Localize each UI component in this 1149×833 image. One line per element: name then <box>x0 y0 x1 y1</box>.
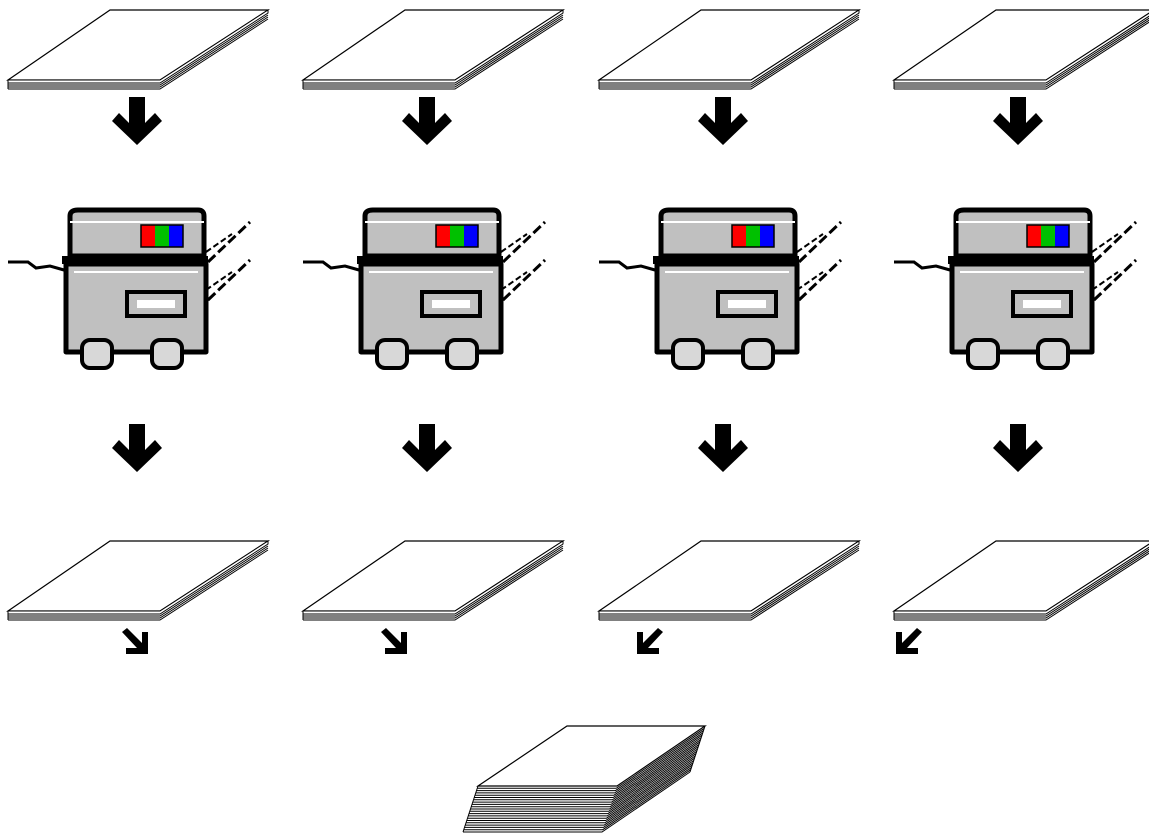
paper-stack-icon <box>7 540 269 621</box>
paper-stack-icon <box>893 540 1149 621</box>
paper-sheet-edge <box>465 764 693 826</box>
paper-stack-side-edge <box>689 725 706 773</box>
column-2 <box>302 9 564 654</box>
paper-sheet-edge <box>472 743 700 805</box>
paper-stack-side-edge <box>462 785 479 833</box>
paper-sheet-edge <box>470 748 698 810</box>
down-arrow-icon <box>698 424 748 472</box>
paper-stack-icon <box>598 9 860 90</box>
paper-sheet-edge <box>466 762 694 824</box>
down-arrow-icon <box>112 424 162 472</box>
paper-sheet-edge <box>469 753 697 815</box>
paper-sheet-edge <box>469 750 698 812</box>
paper-sheet-edge <box>476 730 704 792</box>
paper-sheet-edge <box>463 769 692 831</box>
down-arrow-icon <box>402 97 452 145</box>
paper-sheet-edge <box>468 755 696 817</box>
paper-sheet-edge <box>472 741 701 803</box>
column-3 <box>598 9 860 654</box>
paper-sheet-edge <box>464 766 692 828</box>
down-arrow-icon <box>402 424 452 472</box>
down-left-arrow-icon <box>637 628 663 654</box>
paper-stack-icon <box>302 9 564 90</box>
printer-icon <box>599 210 841 368</box>
printer-icon <box>8 210 250 368</box>
column-4 <box>893 9 1149 654</box>
down-right-arrow-icon <box>122 628 148 654</box>
paper-sheet-edge <box>466 760 695 821</box>
down-right-arrow-icon <box>381 628 407 654</box>
column-1 <box>7 9 269 654</box>
paper-sheet-edge <box>475 734 703 796</box>
paper-sheet-edge <box>473 739 701 801</box>
down-arrow-icon <box>993 424 1043 472</box>
paper-stack-icon <box>302 540 564 621</box>
printer-icon <box>303 210 545 368</box>
paper-stack-icon <box>598 540 860 621</box>
paper-sheet-edge <box>463 771 691 833</box>
paper-sheet-edge <box>471 746 699 808</box>
paper-stack-icon <box>7 9 269 90</box>
paper-stack-icon <box>893 9 1149 90</box>
thick-paper-stack-icon <box>462 725 707 833</box>
down-arrow-icon <box>698 97 748 145</box>
printer-icon <box>894 210 1136 368</box>
paper-sheet-edge <box>467 757 695 819</box>
down-arrow-icon <box>993 97 1043 145</box>
down-arrow-icon <box>112 97 162 145</box>
paper-sheet-edge <box>475 732 704 794</box>
down-left-arrow-icon <box>896 628 922 654</box>
paper-sheet-edge <box>477 727 705 789</box>
paper-sheet-edge <box>474 737 702 798</box>
